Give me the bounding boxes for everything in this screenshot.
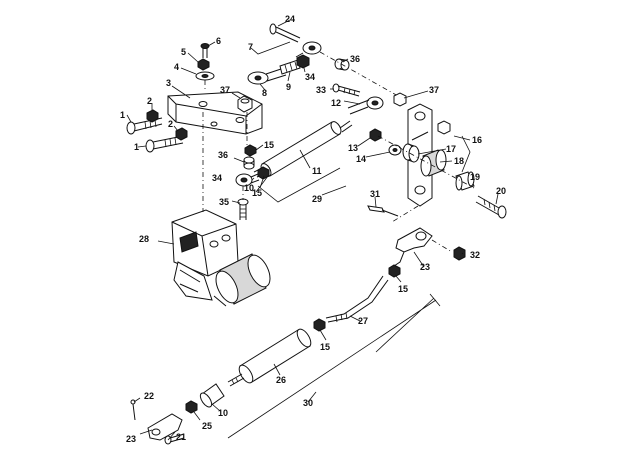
callout-10-lower: 10 xyxy=(218,408,228,418)
nut-15-lower xyxy=(313,318,326,332)
callout-1-lower: 1 xyxy=(134,142,139,152)
sleeve-10-lower xyxy=(199,383,225,408)
callout-14: 14 xyxy=(356,154,366,164)
callout-36-right: 36 xyxy=(350,54,360,64)
callout-34-upper: 34 xyxy=(305,72,315,82)
callout-27: 27 xyxy=(358,316,368,326)
callout-37-right: 37 xyxy=(429,85,439,95)
washer-4 xyxy=(195,71,215,81)
callout-26: 26 xyxy=(276,375,286,385)
bolt-35 xyxy=(237,198,249,220)
callout-16: 16 xyxy=(472,135,482,145)
nut-13 xyxy=(369,128,382,142)
callout-15-lower: 15 xyxy=(320,342,330,352)
bolt-20 xyxy=(475,195,507,219)
callout-37-left: 37 xyxy=(220,85,230,95)
clevis-23-lower xyxy=(147,413,183,441)
nut-15-mid xyxy=(257,166,270,180)
callout-36-left: 36 xyxy=(218,150,228,160)
nut-2-upper xyxy=(146,109,159,123)
callout-10-upper: 10 xyxy=(244,183,254,193)
callout-1-upper: 1 xyxy=(120,110,125,120)
threaded-stud-9 xyxy=(279,59,301,75)
callout-15-upper: 15 xyxy=(264,140,274,150)
callout-17: 17 xyxy=(446,144,456,154)
callout-22: 22 xyxy=(144,391,154,401)
ball-joint-8 xyxy=(247,67,287,85)
callout-12: 12 xyxy=(331,98,341,108)
rod-end-12 xyxy=(347,96,384,115)
pin-31 xyxy=(367,205,399,217)
callout-33: 33 xyxy=(316,85,326,95)
callout-15-mid: 15 xyxy=(252,188,262,198)
callout-34-lower: 34 xyxy=(212,173,222,183)
bolt-6 xyxy=(200,43,210,58)
pivot-plate-16 xyxy=(407,103,433,207)
nut-5 xyxy=(197,58,210,71)
callout-labels: 1 1 2 2 3 4 5 6 7 8 9 10 10 11 12 13 14 … xyxy=(120,14,506,444)
callout-19: 19 xyxy=(470,172,480,182)
pin-22 xyxy=(130,399,136,421)
nut-32 xyxy=(453,246,466,261)
actuator-motor-28 xyxy=(171,209,271,307)
cylinder-26 xyxy=(227,328,312,387)
nut-15-right xyxy=(388,264,401,278)
nut-37-right xyxy=(393,92,407,107)
bolt-24 xyxy=(269,23,301,43)
bushing-17 xyxy=(402,143,420,163)
callout-13: 13 xyxy=(348,143,358,153)
callout-23-upper: 23 xyxy=(420,262,430,272)
callout-2-upper: 2 xyxy=(147,96,152,106)
nut-37-left xyxy=(237,95,253,113)
nut-15-upper-left xyxy=(244,144,257,157)
callout-23-lower: 23 xyxy=(126,434,136,444)
callout-21: 21 xyxy=(176,432,186,442)
nut-2-lower xyxy=(175,127,188,141)
callout-25: 25 xyxy=(202,421,212,431)
callout-9: 9 xyxy=(286,82,291,92)
screw-33 xyxy=(332,83,361,97)
callout-18: 18 xyxy=(454,156,464,166)
callout-31: 31 xyxy=(370,189,380,199)
nut-34-upper xyxy=(296,54,310,69)
control-rod-27 xyxy=(325,275,389,323)
callout-6: 6 xyxy=(216,36,221,46)
callout-5: 5 xyxy=(181,47,186,57)
callout-20: 20 xyxy=(496,186,506,196)
sleeve-18 xyxy=(420,149,447,177)
callout-35: 35 xyxy=(219,197,229,207)
callout-2-lower: 2 xyxy=(168,119,173,129)
washer-14 xyxy=(388,144,402,156)
callout-4: 4 xyxy=(174,62,179,72)
nut-25 xyxy=(185,400,198,414)
bushing-36-left xyxy=(243,156,255,170)
leader-lines xyxy=(126,19,499,441)
callout-11: 11 xyxy=(312,166,322,176)
callout-7: 7 xyxy=(248,42,253,52)
rod-end-7 xyxy=(295,41,322,58)
callout-29: 29 xyxy=(312,194,322,204)
nut-37-far xyxy=(437,120,451,135)
callout-8: 8 xyxy=(262,88,267,98)
bolt-1-upper xyxy=(126,117,163,135)
callout-30: 30 xyxy=(303,398,313,408)
clevis-23-upper xyxy=(393,227,433,267)
callout-28: 28 xyxy=(139,234,149,244)
callout-3: 3 xyxy=(166,78,171,88)
bushing-36-right xyxy=(334,58,350,71)
callout-24: 24 xyxy=(285,14,295,24)
callout-32: 32 xyxy=(470,250,480,260)
callout-15-right: 15 xyxy=(398,284,408,294)
